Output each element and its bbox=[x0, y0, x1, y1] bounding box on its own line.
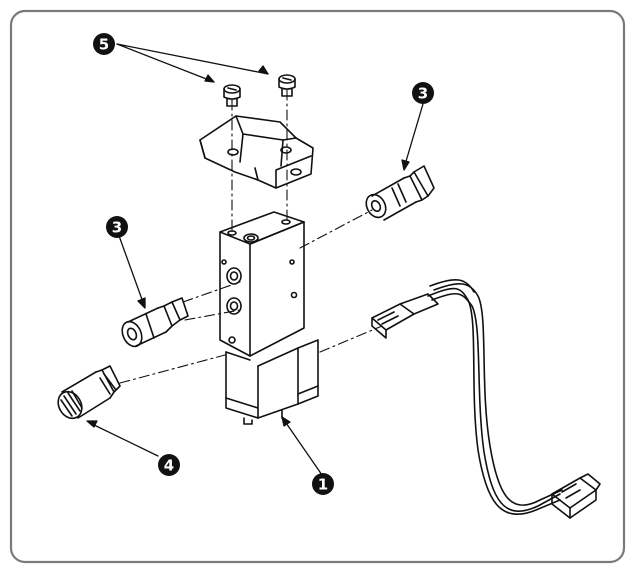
callout-3-left: 3 bbox=[106, 216, 128, 238]
diagram-frame bbox=[9, 9, 626, 564]
callout-4: 4 bbox=[158, 454, 180, 476]
valve-body bbox=[219, 211, 319, 425]
fitting-right bbox=[365, 165, 435, 221]
screw-right bbox=[278, 74, 296, 97]
svg-text:3: 3 bbox=[418, 85, 428, 103]
svg-text:4: 4 bbox=[164, 457, 174, 475]
silencer bbox=[57, 365, 121, 420]
wire-harness bbox=[371, 279, 601, 519]
callout-leaders bbox=[86, 43, 424, 476]
callout-5: 5 bbox=[93, 33, 115, 55]
svg-text:3: 3 bbox=[112, 219, 122, 237]
mounting-bracket bbox=[199, 115, 314, 189]
alignment-lines bbox=[119, 89, 383, 384]
callout-3-right: 3 bbox=[412, 82, 434, 104]
fitting-left bbox=[121, 297, 189, 348]
screw-left bbox=[223, 84, 241, 107]
svg-text:1: 1 bbox=[318, 476, 328, 494]
svg-text:5: 5 bbox=[99, 36, 109, 54]
callout-1: 1 bbox=[312, 473, 334, 495]
